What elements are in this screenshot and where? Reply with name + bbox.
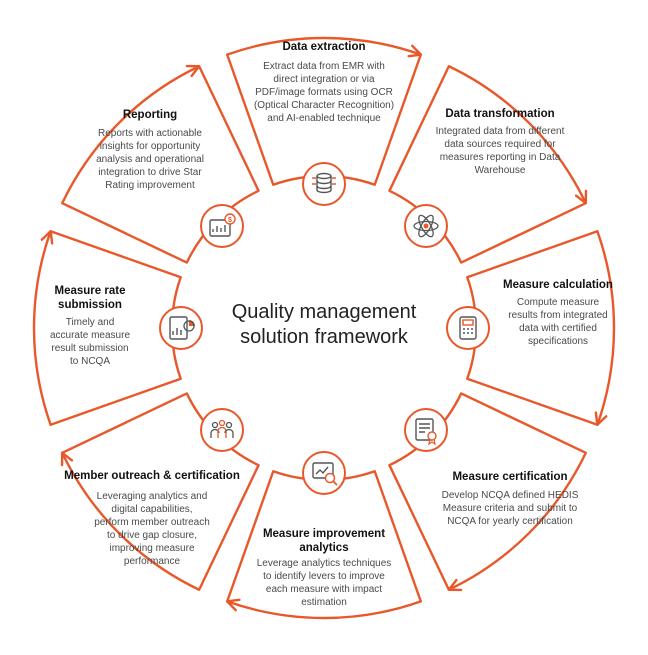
cycle-arrowhead-measure-calculation xyxy=(594,411,608,427)
reporting-title: Reporting xyxy=(122,109,178,121)
cycle-arrowhead-member-outreach xyxy=(60,451,74,467)
cycle-arrowhead-measure-improvement-analytics xyxy=(225,598,241,612)
measure-rate-submission-title: Measure rate submission xyxy=(54,285,126,311)
report-chart-icon xyxy=(159,306,203,350)
calculator-icon xyxy=(446,306,490,350)
measure-calculation-description: Compute measure results from integrated … xyxy=(508,297,608,347)
data-transformation-title: Data transformation xyxy=(445,108,555,120)
svg-text:$: $ xyxy=(228,217,232,224)
measure-calculation-title: Measure calculation xyxy=(503,279,613,291)
measure-certification-description: Develop NCQA defined HEDIS Measure crite… xyxy=(441,490,579,527)
center-title: Quality management solution framework xyxy=(214,300,434,350)
cycle-arrows xyxy=(40,44,608,612)
cycle-arrowhead-measure-certification xyxy=(447,578,463,592)
cycle-arrowhead-reporting xyxy=(185,64,201,78)
dashboard-dollar-icon: $ xyxy=(200,204,244,248)
measure-improvement-analytics-title: Measure improvement analytics xyxy=(262,528,386,554)
measure-improvement-analytics-description: Leverage analytics techniques to identif… xyxy=(256,558,392,608)
center-title-line-1: Quality management xyxy=(231,301,417,323)
certificate-icon xyxy=(404,408,448,452)
cycle-arrowhead-measure-rate-submission xyxy=(40,229,54,245)
atom-icon xyxy=(404,204,448,248)
data-extraction-description: Extract data from EMR with direct integr… xyxy=(253,61,395,124)
member-outreach-title: Member outreach & certification xyxy=(64,470,240,482)
analytics-search-icon xyxy=(302,451,346,495)
member-outreach-description: Leveraging analytics and digital capabil… xyxy=(94,491,210,567)
reporting-description: Reports with actionable insights for opp… xyxy=(96,128,204,191)
cycle-arrowhead-data-extraction xyxy=(407,44,423,58)
people-group-icon xyxy=(200,408,244,452)
measure-rate-submission-description: Timely and accurate measure result submi… xyxy=(49,317,131,367)
data-extraction-title: Data extraction xyxy=(282,41,366,53)
data-transformation-description: Integrated data from different data sour… xyxy=(435,126,565,176)
cycle-arrowhead-data-transformation xyxy=(574,189,588,205)
database-icon xyxy=(302,162,346,206)
measure-certification-title: Measure certification xyxy=(452,471,568,483)
center-title-line-2: solution framework xyxy=(240,326,408,348)
